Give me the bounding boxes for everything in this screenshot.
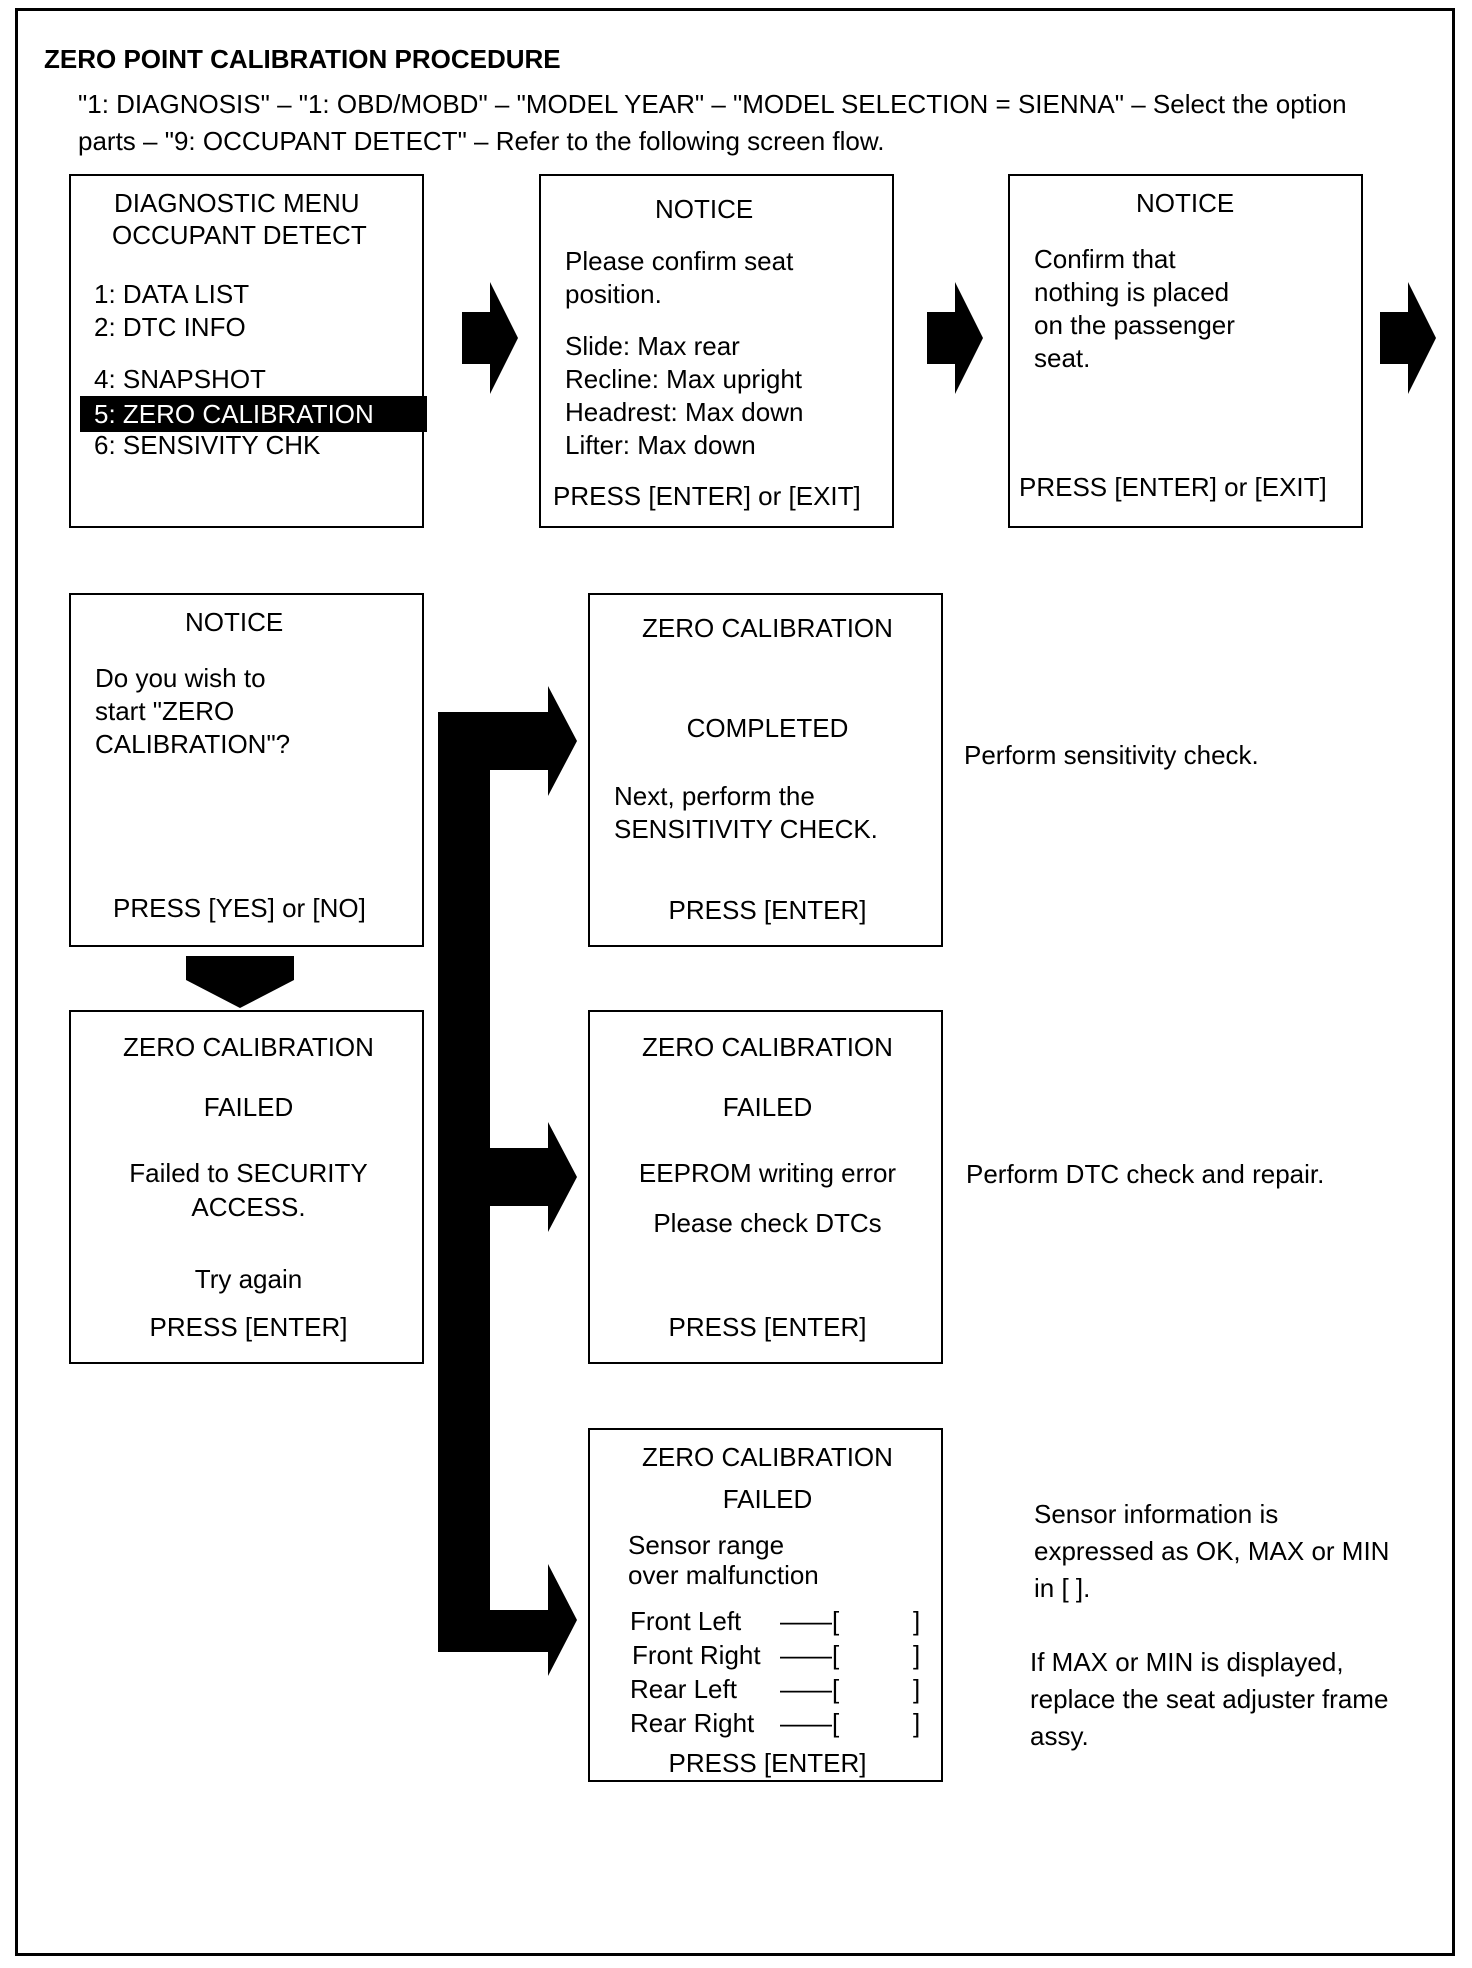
sensor-value-bracket-open: ——[	[780, 1606, 840, 1636]
page-title: ZERO POINT CALIBRATION PROCEDURE	[44, 44, 561, 74]
sensor-value-bracket-close: ]	[913, 1674, 921, 1704]
message-line: Failed to SECURITY	[129, 1158, 368, 1188]
notice-line: nothing is placed	[1034, 277, 1230, 307]
sensor-rear-left-label: Rear Left	[630, 1674, 737, 1704]
screen-title: ZERO CALIBRATION	[642, 1032, 893, 1062]
status-failed: FAILED	[722, 1092, 813, 1122]
seat-item-recline: Recline: Max upright	[565, 364, 802, 394]
message-line: Sensor range	[628, 1530, 785, 1560]
menu-item-sensivity-chk[interactable]: 6: SENSIVITY CHK	[94, 430, 321, 460]
screen-title: ZERO CALIBRATION	[123, 1032, 374, 1062]
note-sensor-info: Sensor information is expressed as OK, M…	[1034, 1496, 1389, 1607]
screen-notice-start-calibration: NOTICE Do you wish to start "ZERO CALIBR…	[69, 593, 424, 947]
menu-item-dtc-info[interactable]: 2: DTC INFO	[94, 312, 246, 342]
message-line: SENSITIVITY CHECK.	[614, 814, 878, 844]
notice-line: on the passenger	[1034, 310, 1235, 340]
notice-line: seat.	[1034, 343, 1091, 373]
notice-line: start "ZERO	[95, 696, 235, 726]
seat-item-lifter: Lifter: Max down	[565, 430, 756, 460]
menu-item-snapshot[interactable]: 4: SNAPSHOT	[94, 364, 266, 394]
arrow-to-sensor	[490, 1564, 577, 1676]
press-enter-prompt: PRESS [ENTER]	[668, 895, 867, 925]
message-line: EEPROM writing error	[638, 1158, 897, 1188]
sensor-value-bracket-close: ]	[913, 1606, 921, 1636]
note-line: Sensor information is	[1034, 1499, 1279, 1529]
notice-line: position.	[565, 279, 662, 309]
menu-item-zero-calibration[interactable]: 5: ZERO CALIBRATION	[80, 396, 427, 432]
sensor-value-bracket-close: ]	[913, 1640, 921, 1670]
menu-title-1: DIAGNOSTIC MENU	[114, 188, 360, 218]
arrow-right-3	[1380, 282, 1436, 394]
note-line: in [ ].	[1034, 1573, 1091, 1603]
message-line: ACCESS.	[191, 1192, 306, 1222]
message-line: Next, perform the	[614, 781, 815, 811]
arrow-to-eeprom	[490, 1122, 577, 1232]
status-completed: COMPLETED	[686, 713, 849, 743]
notice-line: Confirm that	[1034, 244, 1176, 274]
note-line: expressed as OK, MAX or MIN	[1034, 1536, 1390, 1566]
press-enter-exit-prompt: PRESS [ENTER] or [EXIT]	[553, 481, 861, 511]
press-enter-exit-prompt: PRESS [ENTER] or [EXIT]	[1019, 472, 1327, 502]
screen-notice-seat-position: NOTICE Please confirm seat position. Sli…	[539, 174, 894, 528]
note-line: replace the seat adjuster frame	[1030, 1684, 1389, 1714]
screen-diagnostic-menu: DIAGNOSTIC MENU OCCUPANT DETECT 1: DATA …	[69, 174, 427, 528]
arrow-down-1	[186, 956, 294, 1008]
notice-line: CALIBRATION"?	[95, 729, 291, 759]
arrow-branch-trunk	[438, 712, 490, 1652]
note-line: If MAX or MIN is displayed,	[1030, 1647, 1344, 1677]
notice-title: NOTICE	[1136, 188, 1235, 218]
sensor-value-bracket-open: ——[	[780, 1640, 840, 1670]
menu-title-2: OCCUPANT DETECT	[112, 220, 367, 250]
intro-text: "1: DIAGNOSIS" – "1: OBD/MOBD" – "MODEL …	[78, 89, 1347, 156]
message-line: Please check DTCs	[653, 1208, 882, 1238]
notice-title: NOTICE	[655, 194, 754, 224]
message-line: over malfunction	[628, 1560, 819, 1590]
screen-failed-eeprom: ZERO CALIBRATION FAILED EEPROM writing e…	[588, 1010, 943, 1364]
note-replace-assy: If MAX or MIN is displayed, replace the …	[1030, 1644, 1388, 1755]
screen-title: ZERO CALIBRATION	[642, 1442, 893, 1472]
screen-failed-security: ZERO CALIBRATION FAILED Failed to SECURI…	[69, 1010, 424, 1364]
seat-item-slide: Slide: Max rear	[565, 331, 740, 361]
status-failed: FAILED	[203, 1092, 294, 1122]
notice-line: Please confirm seat	[565, 246, 794, 276]
press-enter-prompt: PRESS [ENTER]	[668, 1748, 867, 1778]
screen-failed-sensor-range: ZERO CALIBRATION FAILED Sensor range ove…	[588, 1428, 943, 1782]
sensor-front-left-label: Front Left	[630, 1606, 742, 1636]
try-again-text: Try again	[194, 1264, 303, 1294]
screen-notice-empty-seat: NOTICE Confirm that nothing is placed on…	[1008, 174, 1363, 528]
arrow-to-completed	[438, 686, 577, 796]
note-eeprom: Perform DTC check and repair.	[966, 1159, 1325, 1189]
note-completed: Perform sensitivity check.	[964, 740, 1259, 770]
screen-calibration-completed: ZERO CALIBRATION COMPLETED Next, perform…	[588, 593, 943, 947]
menu-item-data-list[interactable]: 1: DATA LIST	[94, 279, 250, 309]
note-line: assy.	[1030, 1721, 1089, 1751]
screen-title: ZERO CALIBRATION	[642, 613, 893, 643]
status-failed: FAILED	[722, 1484, 813, 1514]
press-yes-no-prompt: PRESS [YES] or [NO]	[113, 893, 366, 923]
sensor-value-bracket-open: ——[	[780, 1674, 840, 1704]
arrow-right-2	[927, 282, 983, 394]
notice-line: Do you wish to	[95, 663, 266, 693]
press-enter-prompt: PRESS [ENTER]	[149, 1312, 348, 1342]
sensor-front-right-label: Front Right	[632, 1640, 761, 1670]
sensor-value-bracket-open: ——[	[780, 1708, 840, 1738]
notice-title: NOTICE	[185, 607, 284, 637]
sensor-rear-right-label: Rear Right	[630, 1708, 755, 1738]
arrow-right-1	[462, 282, 518, 394]
sensor-value-bracket-close: ]	[913, 1708, 921, 1738]
seat-item-headrest: Headrest: Max down	[565, 397, 804, 427]
page-frame	[15, 8, 1455, 1956]
press-enter-prompt: PRESS [ENTER]	[668, 1312, 867, 1342]
